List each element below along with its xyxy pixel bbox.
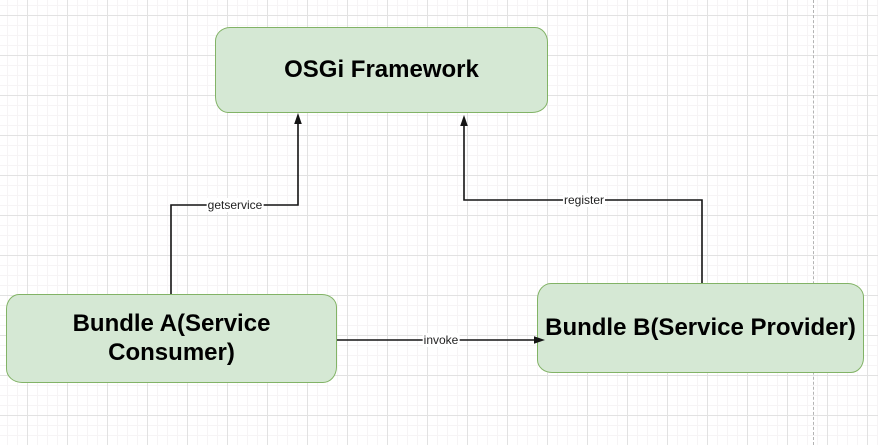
edge-getservice-arrowhead-icon	[294, 113, 302, 124]
edge-label-invoke[interactable]: invoke	[422, 333, 460, 347]
edge-label-register[interactable]: register	[562, 193, 606, 207]
node-bundle-b[interactable]: Bundle B(Service Provider)	[537, 283, 864, 373]
edge-register-arrowhead-icon	[460, 115, 468, 126]
edge-label-getservice[interactable]: getservice	[206, 198, 264, 212]
node-bundle-a-label: Bundle A(Service Consumer)	[72, 310, 271, 366]
node-bundle-a[interactable]: Bundle A(Service Consumer)	[6, 294, 337, 383]
node-bundle-b-label: Bundle B(Service Provider)	[545, 313, 856, 341]
edge-invoke-arrowhead-icon	[534, 336, 545, 344]
node-osgi-framework-label: OSGi Framework	[284, 55, 479, 83]
node-osgi-framework[interactable]: OSGi Framework	[215, 27, 548, 113]
page-boundary-line	[813, 0, 814, 445]
